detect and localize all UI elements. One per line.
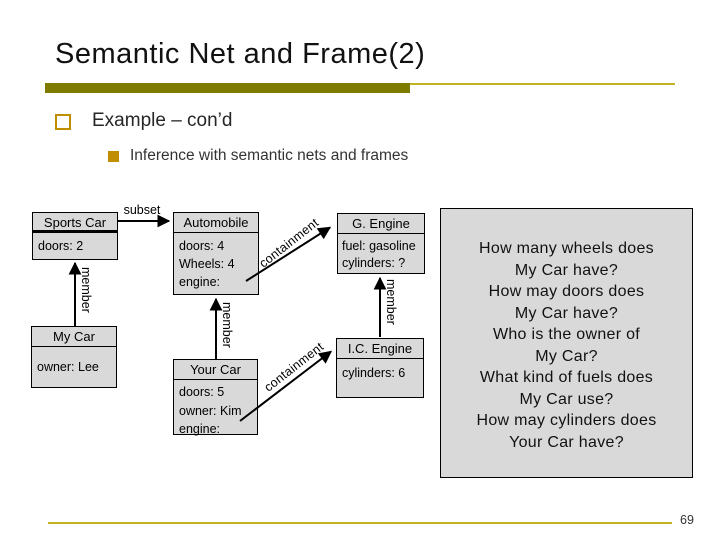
node-attr: owner: Kim [179, 403, 242, 418]
bullet-level1-text: Example – con’d [92, 110, 233, 131]
node-attr: doors: 2 [38, 239, 84, 253]
node-g-engine: G. Engine fuel: gasoline cylinders: ? [337, 213, 425, 274]
node-title: Automobile [174, 213, 258, 233]
edge-label-member-ic-engine: member [384, 279, 398, 325]
node-attr: engine: [179, 275, 221, 289]
edge-label-containment-engine: containment [256, 215, 322, 271]
question-box: How many wheels does My Car have? How ma… [440, 208, 693, 478]
node-attr: cylinders: ? [342, 255, 406, 270]
node-attrs: doors: 5 owner: Kim engine: [174, 380, 257, 439]
edge-label-member-my-car: member [79, 267, 93, 313]
edge-label-containment-ic: containment [261, 339, 327, 395]
node-attr: owner: Lee [37, 360, 99, 374]
node-attrs: doors: 4 Wheels: 4 engine: [174, 233, 258, 291]
node-sports-car: Sports Car doors: 2 [32, 212, 118, 260]
bullet-level2-text: Inference with semantic nets and frames [130, 147, 409, 164]
node-title: G. Engine [338, 214, 424, 234]
edge-label-subset: subset [123, 203, 161, 217]
node-attrs: doors: 2 [33, 233, 117, 255]
node-title: I.C. Engine [337, 339, 423, 359]
question-line: My Car have? [514, 304, 619, 322]
question-line: How many wheels does [479, 240, 654, 257]
question-line: How may doors does [488, 283, 645, 300]
question-line: What kind of fuels does [479, 369, 654, 386]
node-attrs: fuel: gasoline cylinders: ? [338, 234, 424, 271]
question-line: My Car use? [519, 390, 614, 408]
bullet-square-outline-icon [55, 114, 71, 130]
question-line: Who is the owner of [492, 326, 641, 343]
node-attr: cylinders: 6 [342, 366, 406, 380]
footer-rule [48, 522, 672, 524]
node-title: Sports Car [33, 213, 117, 233]
question-line: My Car? [535, 347, 598, 365]
edge-label-member-your-car: member [220, 302, 234, 348]
node-attr: doors: 4 [179, 239, 225, 253]
node-ic-engine: I.C. Engine cylinders: 6 [336, 338, 424, 398]
node-attrs: owner: Lee [32, 347, 116, 376]
bullet-square-filled-icon [108, 151, 119, 162]
title-rule-thick [45, 83, 410, 93]
question-line: Your Car have? [509, 433, 624, 451]
page-title: Semantic Net and Frame(2) [55, 38, 426, 70]
node-automobile: Automobile doors: 4 Wheels: 4 engine: [173, 212, 259, 295]
node-attr: engine: [179, 422, 221, 436]
question-line: My Car have? [514, 261, 619, 279]
node-attr: fuel: gasoline [342, 239, 416, 253]
node-attrs: cylinders: 6 [337, 359, 423, 382]
node-attr: doors: 5 [179, 385, 225, 399]
node-your-car: Your Car doors: 5 owner: Kim engine: [173, 359, 258, 436]
node-title: My Car [32, 327, 116, 347]
node-title: Your Car [174, 360, 257, 380]
question-line: How may cylinders does [476, 412, 657, 429]
page-number: 69 [680, 513, 694, 527]
node-attr: Wheels: 4 [179, 257, 235, 271]
node-my-car: My Car owner: Lee [31, 326, 117, 388]
